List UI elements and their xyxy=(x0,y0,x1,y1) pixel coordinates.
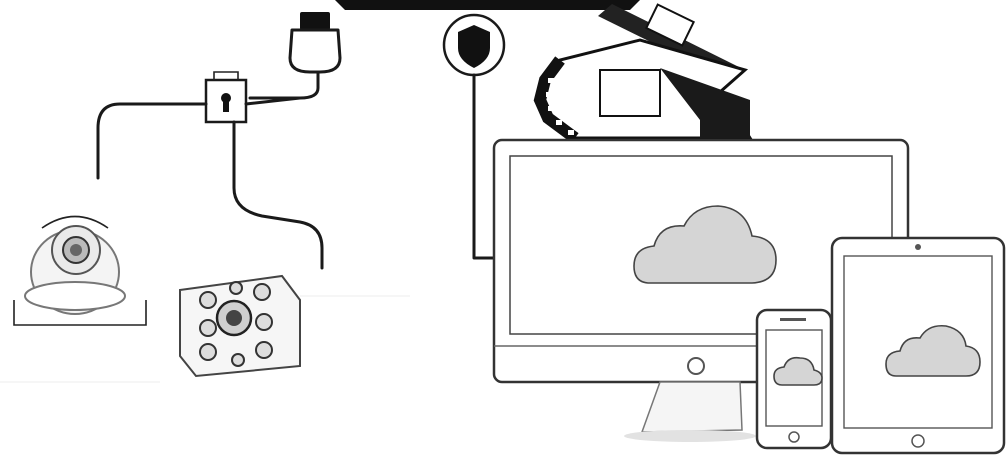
phone-icon xyxy=(757,310,831,448)
dome-camera-icon xyxy=(14,217,146,326)
lock-icon xyxy=(206,72,246,122)
top-bar xyxy=(335,0,640,10)
bullet-camera-icon xyxy=(180,276,300,376)
film-strip-icon xyxy=(540,4,750,138)
tablet-icon xyxy=(832,238,1004,453)
usb-plug-icon xyxy=(250,12,340,98)
